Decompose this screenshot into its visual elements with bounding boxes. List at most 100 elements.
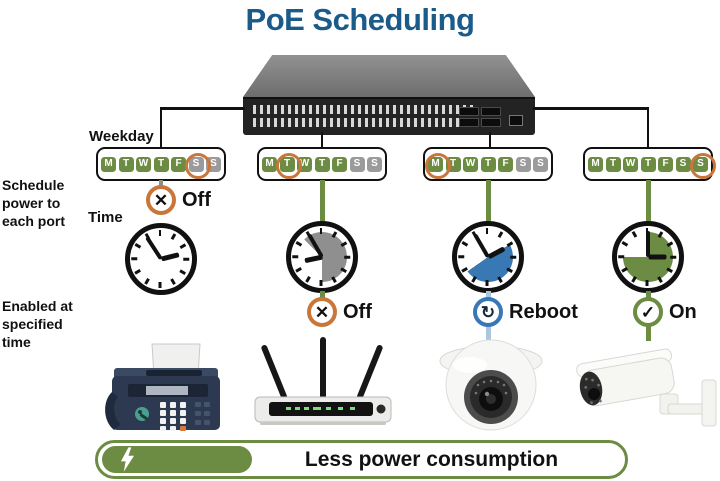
status-label: Off bbox=[182, 188, 211, 211]
sfp-slot bbox=[459, 118, 479, 127]
sfp-slot bbox=[481, 107, 501, 116]
connector-line bbox=[319, 291, 325, 299]
status-label: Reboot bbox=[509, 300, 578, 323]
day-3: T bbox=[480, 156, 496, 172]
clock-tick bbox=[670, 255, 676, 259]
poe-switch-image bbox=[243, 55, 535, 135]
day-3: T bbox=[314, 156, 330, 172]
hour-hand bbox=[648, 254, 666, 260]
status-icon-glyph: ✕ bbox=[153, 190, 169, 210]
day-0: M bbox=[588, 156, 603, 172]
selected-day-ring bbox=[424, 152, 451, 179]
status-indicator: ✕ Off bbox=[307, 297, 372, 327]
status-indicator: ✓ On bbox=[633, 297, 697, 327]
day-2: W bbox=[463, 156, 478, 172]
status-label: On bbox=[669, 300, 697, 323]
clock-tick bbox=[344, 255, 350, 259]
clock bbox=[125, 223, 197, 295]
minute-hand bbox=[646, 231, 650, 257]
switch-top-face bbox=[243, 55, 535, 97]
connector-line bbox=[160, 107, 245, 110]
selected-day-ring bbox=[689, 152, 716, 179]
switch-mgmt-port bbox=[509, 115, 523, 126]
clock-tick bbox=[183, 257, 189, 261]
clock-tick bbox=[645, 280, 649, 286]
clock-tick bbox=[179, 243, 186, 249]
day-4: F bbox=[171, 156, 186, 172]
status-label: Off bbox=[343, 300, 372, 323]
connector-line bbox=[488, 132, 491, 148]
status-icon-glyph: ↻ bbox=[480, 302, 496, 322]
connector-line bbox=[533, 107, 648, 110]
day-5: S bbox=[675, 156, 691, 172]
day-2: W bbox=[136, 156, 151, 172]
less-power-banner: Less power consumption bbox=[95, 440, 628, 479]
connector-line bbox=[645, 325, 651, 341]
weekday-label: Weekday bbox=[89, 128, 154, 145]
page-title: PoE Scheduling bbox=[245, 2, 475, 37]
day-6: S bbox=[533, 156, 548, 172]
clock-tick bbox=[458, 255, 464, 259]
schedule-power-label: Schedule power to each port bbox=[2, 177, 66, 229]
day-4: F bbox=[332, 156, 347, 172]
day-0: M bbox=[101, 156, 116, 172]
day-1: T bbox=[605, 156, 621, 172]
clock-tick bbox=[621, 267, 628, 273]
day-4: F bbox=[658, 156, 673, 172]
wireless-router-image bbox=[250, 333, 396, 438]
dome-camera-image bbox=[432, 337, 550, 438]
time-label: Time bbox=[88, 209, 123, 226]
switch-port-row bbox=[253, 105, 477, 114]
clock-tick bbox=[170, 233, 176, 240]
clock-tick bbox=[170, 278, 176, 285]
x-icon: ✕ bbox=[307, 297, 337, 327]
clock-tick bbox=[292, 255, 298, 259]
x-icon: ✕ bbox=[146, 185, 176, 215]
day-0: M bbox=[262, 156, 277, 172]
day-4: F bbox=[498, 156, 513, 172]
clock-tick bbox=[131, 257, 137, 261]
status-indicator: ↻ Reboot bbox=[473, 297, 578, 327]
banner-text: Less power consumption bbox=[304, 447, 559, 471]
clock-tick bbox=[631, 276, 637, 283]
clock-tick bbox=[144, 278, 150, 285]
selected-day-ring bbox=[185, 152, 211, 179]
selected-day-ring bbox=[276, 152, 302, 179]
clock-tick bbox=[471, 276, 477, 283]
connector-line bbox=[645, 180, 651, 221]
connector-line bbox=[485, 325, 491, 341]
clock-tick bbox=[485, 228, 489, 234]
status-icon-glyph: ✕ bbox=[314, 302, 330, 322]
sfp-slot bbox=[459, 107, 479, 116]
status-icon-glyph: ✓ bbox=[640, 302, 656, 322]
clock-tick bbox=[510, 255, 516, 259]
connector-line bbox=[485, 291, 491, 299]
connector-line bbox=[319, 180, 325, 221]
switch-port-row bbox=[253, 118, 477, 127]
clock-tick bbox=[134, 243, 141, 249]
day-3: T bbox=[640, 156, 656, 172]
status-indicator: ✕ Off bbox=[146, 185, 211, 215]
sfp-slot bbox=[481, 118, 501, 127]
connector-line bbox=[320, 132, 323, 148]
clock-tick bbox=[485, 280, 489, 286]
clock-tick bbox=[305, 276, 311, 283]
clock-tick bbox=[158, 230, 162, 236]
clock-tick bbox=[158, 282, 162, 288]
bullet-camera-image bbox=[568, 330, 720, 437]
minute-hand bbox=[145, 236, 163, 261]
check-icon: ✓ bbox=[633, 297, 663, 327]
connector-line bbox=[646, 107, 649, 148]
connector-line bbox=[159, 180, 163, 189]
clock-tick bbox=[179, 269, 186, 275]
enabled-label: Enabled at specified time bbox=[2, 298, 73, 350]
day-2: W bbox=[623, 156, 638, 172]
clock-tick bbox=[295, 267, 302, 273]
